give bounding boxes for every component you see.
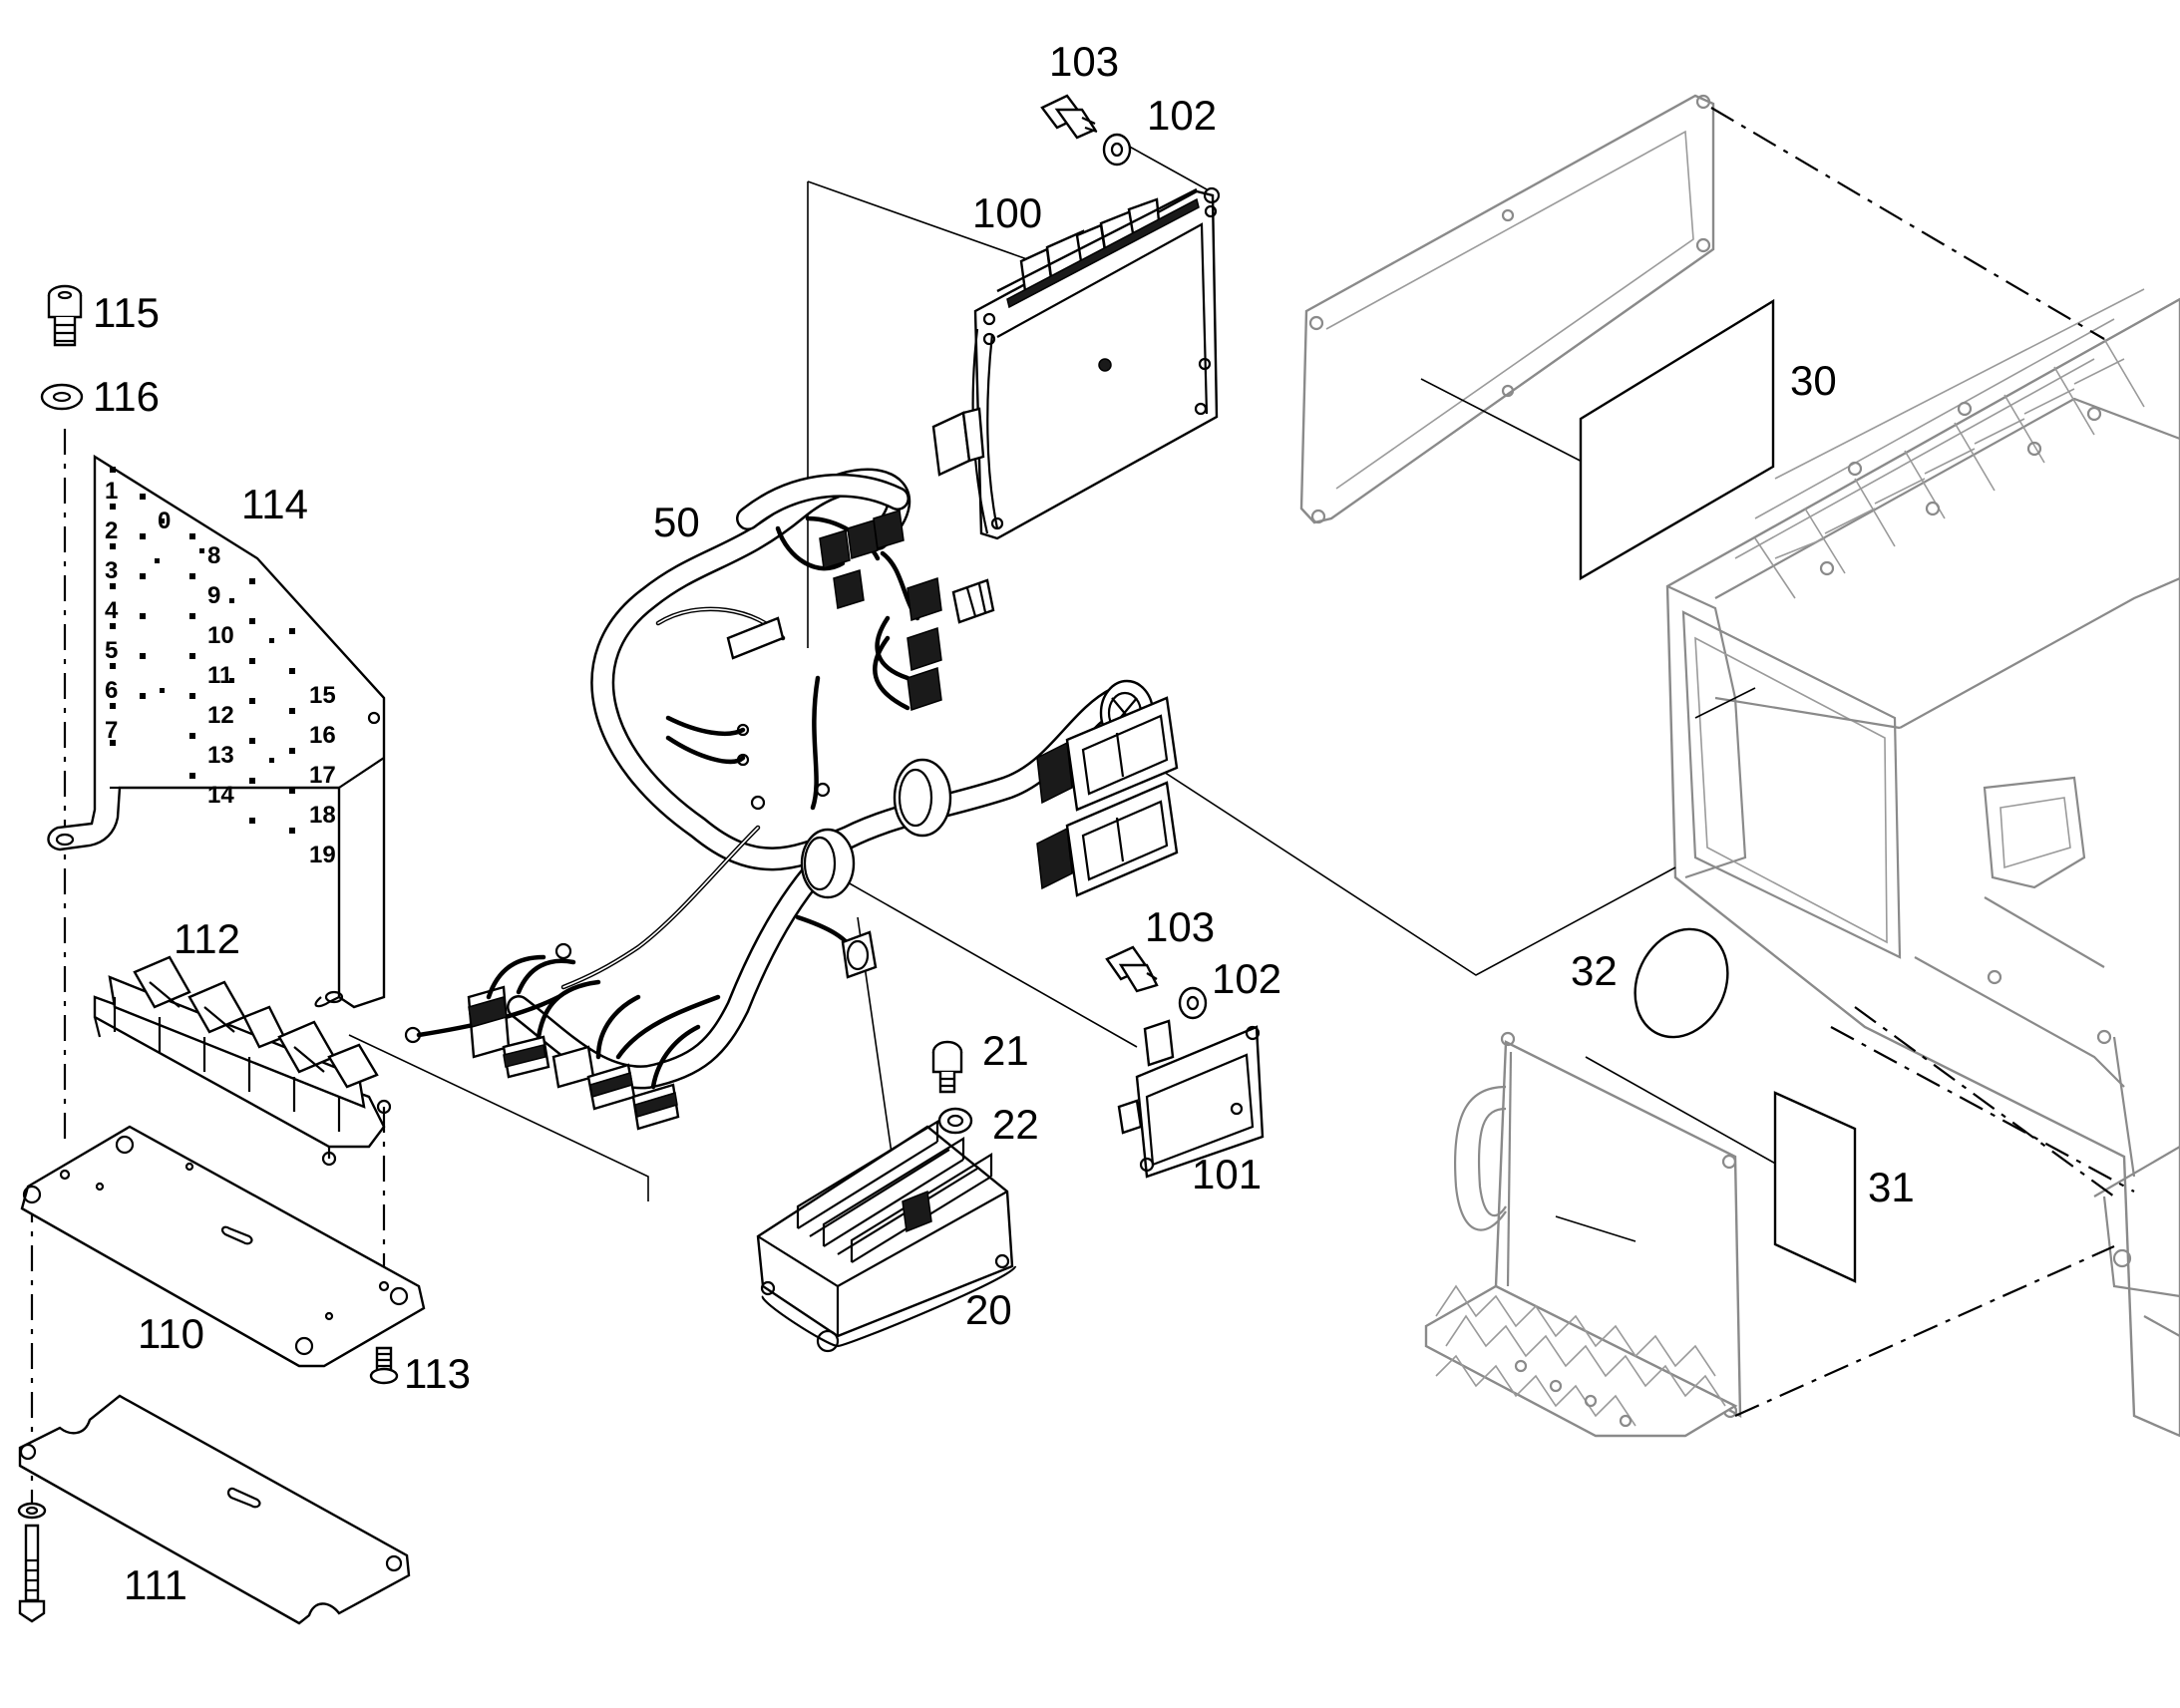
callout-111: 111	[124, 1561, 187, 1608]
callout-50: 50	[653, 499, 700, 545]
leader-lines	[348, 139, 1796, 1242]
screw-21	[931, 1040, 963, 1094]
plate-number-17: 17	[309, 762, 336, 789]
base-plate-111	[18, 1394, 411, 1625]
plate-number-16: 16	[309, 722, 336, 749]
callout-labels: 103 102 100 115 116 114 50 30 112 103 10…	[93, 38, 1915, 1608]
callout-102-top: 102	[1147, 92, 1217, 139]
bolt-lower-left	[17, 1502, 47, 1623]
plate-number-18: 18	[309, 802, 336, 829]
plate-number-0: 0	[158, 508, 171, 534]
callout-114: 114	[241, 481, 308, 527]
plate-dot-grid	[110, 467, 295, 834]
bracket-plate-114: 1 2 3 4 5 6 7 0 8 9 10 11 12 13 14 15 16…	[47, 454, 386, 1009]
seal-32	[1634, 927, 1729, 1039]
washer-116	[40, 383, 84, 411]
callout-30: 30	[1790, 357, 1837, 404]
bolt-103-top	[1040, 94, 1098, 140]
label-31	[1773, 1091, 1857, 1283]
callout-31: 31	[1868, 1164, 1915, 1210]
plate-number-12: 12	[207, 702, 234, 729]
plate-number-2: 2	[105, 517, 118, 544]
callout-32: 32	[1571, 947, 1618, 994]
callout-21: 21	[982, 1027, 1029, 1074]
plate-number-3: 3	[105, 557, 118, 584]
callout-112: 112	[174, 915, 240, 962]
plate-number-5: 5	[105, 637, 118, 664]
label-30	[1579, 298, 1775, 581]
fuse-relay-block-112	[93, 955, 392, 1167]
plate-number-15: 15	[309, 682, 336, 709]
module-101	[1117, 1019, 1265, 1179]
plate-number-14: 14	[207, 782, 234, 809]
callout-101: 101	[1192, 1151, 1262, 1197]
bolt-115	[47, 284, 83, 347]
housing-body	[1665, 297, 2180, 1438]
callout-20: 20	[965, 1286, 1012, 1333]
washer-102-top	[1102, 133, 1132, 167]
callout-113: 113	[404, 1350, 471, 1397]
plate-number-4: 4	[105, 597, 119, 624]
callout-110: 110	[138, 1310, 204, 1357]
plate-number-1: 1	[105, 478, 118, 505]
plate-number-10: 10	[207, 622, 234, 649]
wiring-harness-50	[404, 468, 1179, 1131]
background-housing-assembly	[1299, 94, 2180, 1438]
plate-number-9: 9	[207, 582, 220, 609]
plate-number-6: 6	[105, 677, 118, 704]
plate-number-8: 8	[207, 542, 220, 569]
step-frame	[1494, 1040, 1742, 1419]
callout-103-lower: 103	[1145, 903, 1215, 950]
callout-100: 100	[972, 189, 1042, 236]
bolt-103-lower	[1105, 945, 1159, 993]
callout-115: 115	[93, 289, 160, 336]
plate-number-7: 7	[105, 717, 118, 744]
washer-102-lower	[1178, 986, 1208, 1020]
callout-116: 116	[93, 373, 160, 420]
plate-number-19: 19	[309, 842, 336, 868]
callout-22: 22	[992, 1101, 1039, 1148]
plate-number-11: 11	[207, 662, 232, 689]
washer-22	[937, 1107, 973, 1135]
plate-number-13: 13	[207, 742, 234, 769]
controller-module-100	[931, 186, 1221, 540]
callout-102-lower: 102	[1212, 955, 1281, 1002]
mounting-plate-110	[20, 1125, 426, 1368]
control-unit-20	[756, 1120, 1017, 1353]
screw-113	[369, 1346, 399, 1385]
callout-103-top: 103	[1049, 38, 1119, 85]
